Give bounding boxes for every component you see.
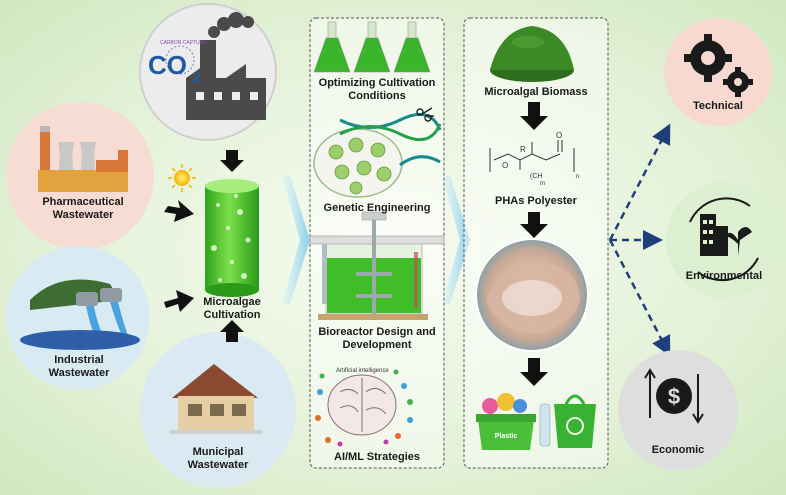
- chem-CH2: (CH: [530, 173, 542, 180]
- arrow-from-industrial: [164, 290, 194, 312]
- flask-icon: [353, 21, 391, 73]
- arrow-biomass-to-pha: [520, 102, 548, 130]
- pha-label: PHAs Polyester: [495, 195, 577, 207]
- product-arrows: [520, 102, 548, 386]
- co2-subscript: 2: [193, 69, 201, 85]
- ai-brain-icon: Artificial intelligence: [315, 368, 413, 447]
- arrow-pha-to-film: [520, 212, 548, 238]
- pharmaceutical-node: [6, 102, 154, 250]
- gear-icon: [684, 34, 753, 97]
- environmental-label: Environmental: [685, 270, 763, 282]
- co2-emission-node: CO 2 CARBON CAPTURE: [139, 3, 277, 141]
- outcome-arrows: [608, 123, 671, 357]
- arrow-to-economic: [608, 239, 671, 357]
- flask-icon: [393, 21, 431, 73]
- technical-label: Technical: [693, 100, 743, 112]
- pharma-factory-icon: [38, 126, 128, 192]
- factory-icon: [186, 12, 266, 120]
- industrial-label: Industrial Wastewater: [48, 354, 110, 379]
- flow-chevron-1: [282, 176, 310, 304]
- environmental-node: [666, 182, 782, 298]
- sun-icon: [168, 164, 196, 192]
- bioreactor-label: Bioreactor Design and Development: [318, 326, 436, 351]
- aiml-label: AI/ML Strategies: [334, 451, 420, 463]
- biomass-label: Microalgal Biomass: [484, 86, 588, 98]
- pharmaceutical-label: Pharmaceutical Wastewater: [42, 196, 124, 221]
- bioreactor-icon: [309, 211, 445, 320]
- co2-label: CO: [148, 50, 187, 80]
- arrow-from-pharma: [164, 200, 194, 222]
- scissors-icon: [416, 107, 434, 122]
- ai-caption: Artificial intelligence: [336, 368, 389, 374]
- economic-label: Economic: [651, 444, 705, 456]
- arrow-from-co2: [220, 150, 244, 172]
- chem-n: n: [576, 174, 579, 180]
- chem-m: m: [540, 181, 545, 187]
- bioplastic-hand-photo: [475, 238, 589, 352]
- industrial-node: [6, 246, 150, 390]
- municipal-node: [140, 332, 296, 488]
- chem-O: O: [502, 161, 508, 170]
- biomass-powder-icon: [490, 26, 574, 82]
- economic-node: $: [618, 350, 738, 470]
- municipal-label: Municipal Wastewater: [187, 446, 249, 471]
- cultivation-cylinder: [205, 179, 259, 297]
- optimizing-label: Optimizing Cultivation Conditions: [318, 77, 436, 102]
- pha-structure: [489, 140, 575, 172]
- wastewater-pipe-icon: [20, 279, 140, 350]
- cultivation-label: Microalgae Cultivation: [203, 296, 261, 321]
- dollar-cycle-icon: $: [644, 368, 704, 424]
- green-city-icon: [700, 214, 752, 256]
- genetic-engineering-icon: [313, 107, 442, 198]
- arrow-from-municipal: [220, 320, 244, 342]
- arrow-to-technical: [608, 123, 671, 241]
- plastic-bin-label: Plastic: [495, 433, 518, 440]
- flask-icons: [313, 21, 431, 73]
- co2-ring-text: CARBON CAPTURE: [160, 40, 207, 46]
- co2-molecule-icon: [165, 45, 195, 75]
- input-arrows: [164, 150, 244, 342]
- svg-text:$: $: [668, 384, 680, 409]
- arrow-film-to-products: [520, 358, 548, 386]
- chem-O-carbonyl: O: [556, 131, 562, 140]
- plastic-products-icon: [476, 393, 596, 450]
- technical-node: [664, 18, 772, 126]
- chem-R: R: [520, 145, 526, 154]
- genetic-label: Genetic Engineering: [323, 202, 431, 214]
- flask-icon: [313, 21, 351, 73]
- house-icon: [170, 364, 262, 434]
